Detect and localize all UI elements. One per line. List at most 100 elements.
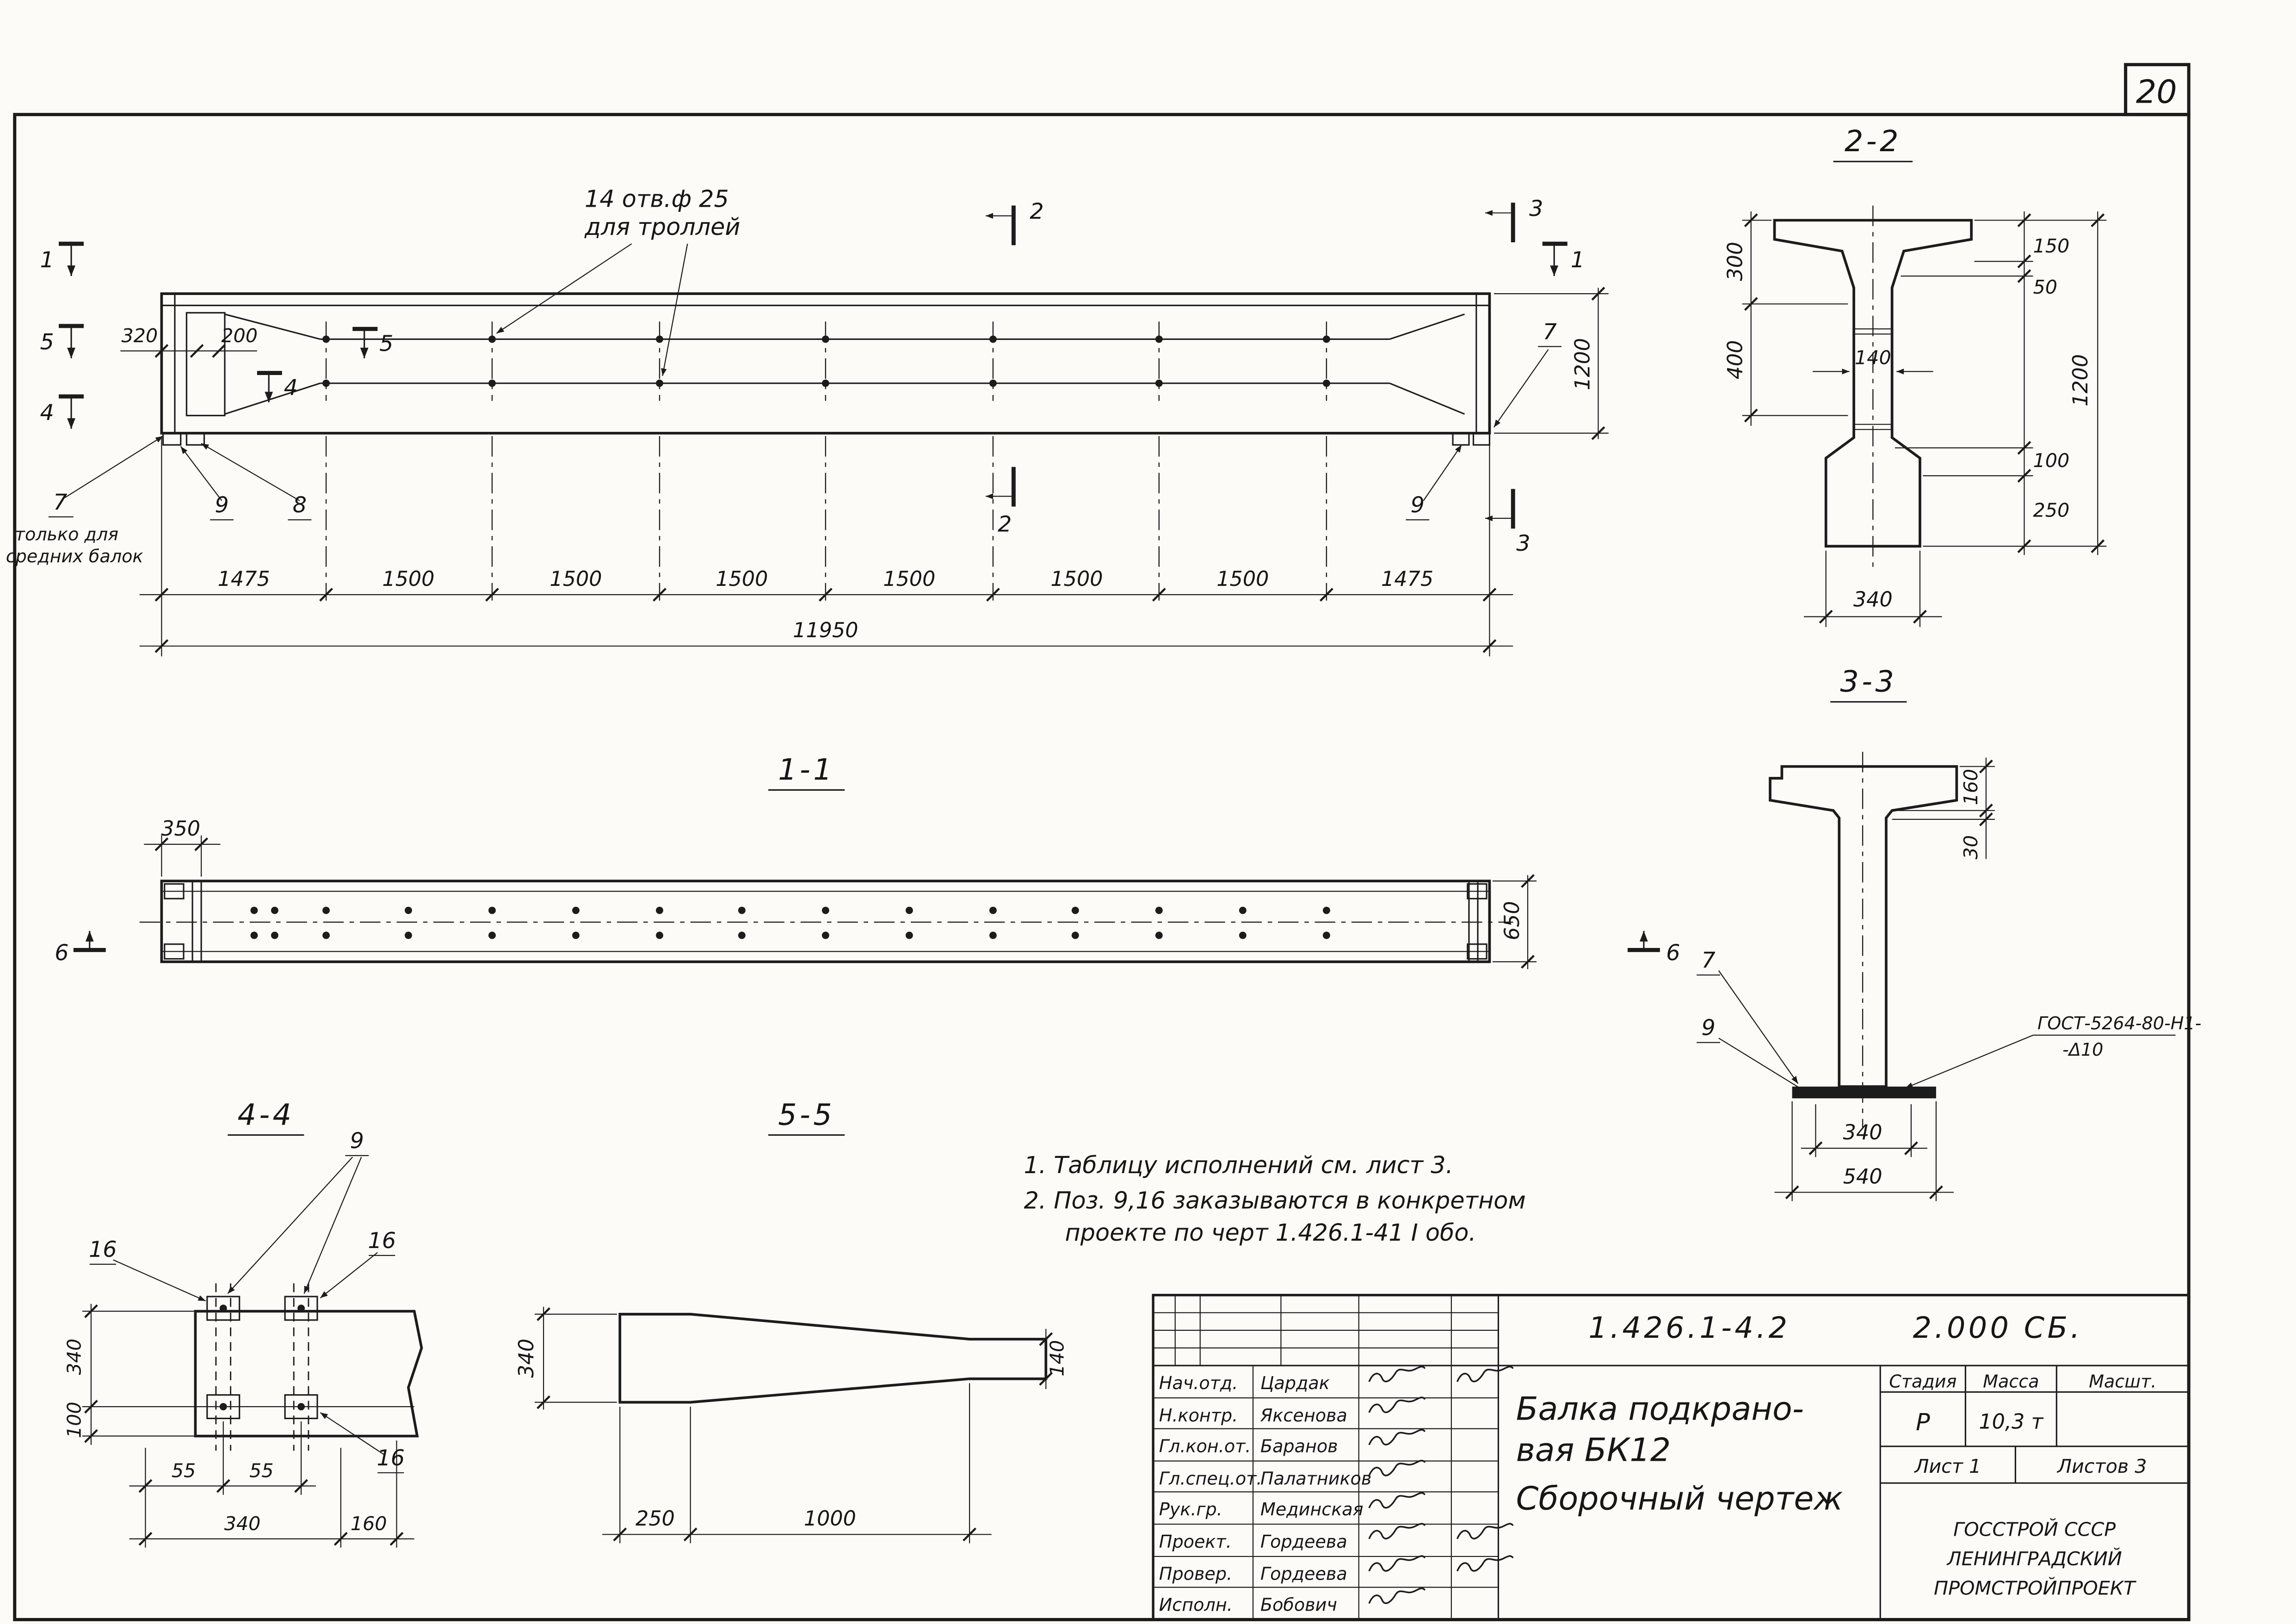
section-title-5-5: 5-5 [778, 1097, 835, 1132]
row-role: Рук.гр. [1159, 1499, 1222, 1519]
beam-outline [160, 292, 1491, 435]
svg-text:1500: 1500 [549, 567, 602, 591]
holes-note-line1: 14 отв.ф 25 [585, 185, 729, 213]
note-line-3: проекте по черт 1.426.1-41 I обо. [1065, 1219, 1476, 1246]
weld-callout: ГОСТ-5264-80-Н1- -Δ10 [1905, 1013, 2201, 1089]
sheet-info: Лист 1 [1913, 1455, 1981, 1477]
svg-text:540: 540 [1843, 1165, 1882, 1188]
dim-web-140: 140 [1813, 347, 1933, 375]
title-block-grid [1153, 1295, 2189, 1620]
cut-mark-6-left: 6 [55, 931, 106, 966]
svg-text:5: 5 [40, 330, 54, 355]
svg-text:1: 1 [40, 247, 54, 273]
drawing-title-line1: Балка подкрано- [1516, 1390, 1804, 1428]
svg-text:3: 3 [1516, 531, 1530, 556]
svg-text:1500: 1500 [1050, 567, 1103, 591]
row-role: Гл.кон.от. [1159, 1436, 1251, 1456]
svg-text:250: 250 [2033, 499, 2070, 522]
drawing-title-line3: Сборочный чертеж [1516, 1480, 1843, 1517]
only-for-note-2: средних балок [6, 546, 143, 566]
dim-left-300-400: 300 400 [1724, 211, 1848, 426]
svg-text:16: 16 [376, 1446, 405, 1471]
title-block: 1.426.1-4.2 2.000 СБ. Нач.отд.Цардак Н.к… [1152, 1294, 2190, 1621]
row-role: Н.контр. [1159, 1405, 1238, 1426]
holes-note-line2: для троллей [584, 213, 740, 240]
org-line-1: ГОССТРОЙ СССР [1953, 1518, 2116, 1540]
svg-text:140: 140 [1855, 347, 1891, 369]
dim-bottom-250-1000: 250 1000 [602, 1383, 992, 1544]
plan-outline [160, 880, 1491, 963]
dim-bottom-55-55: 55 55 [129, 1421, 316, 1548]
end-plate-lines [191, 881, 1479, 962]
row-name: Баранов [1260, 1436, 1338, 1456]
row-role: Исполн. [1159, 1594, 1233, 1615]
svg-text:160: 160 [1960, 769, 1982, 806]
dim-right-1200: 1200 [2069, 211, 2104, 555]
section-title-3-3: 3-3 [1840, 664, 1897, 699]
svg-text:16: 16 [89, 1237, 117, 1262]
dim-340: 340 [515, 1307, 617, 1410]
base-plate [1792, 1086, 1936, 1099]
cut-mark-1-left: 1 [40, 241, 84, 276]
row-role: Проект. [1159, 1532, 1232, 1552]
svg-text:5: 5 [379, 331, 393, 357]
note-line-2: 2. Поз. 9,16 заказываются в конкретном [1024, 1187, 1526, 1214]
dim-bottom-340-160: 340 160 [129, 1440, 414, 1548]
row-name: Гордеева [1260, 1532, 1347, 1552]
pos-label-9: 9 [1697, 1015, 1815, 1097]
title-block-border [1152, 1294, 2190, 1621]
sheet-number: 20 [2136, 73, 2177, 111]
svg-text:2: 2 [998, 512, 1012, 537]
end-taper-lines [224, 314, 1465, 415]
row-name: Палатников [1260, 1468, 1371, 1489]
svg-text:9: 9 [215, 492, 228, 518]
drawing-title-line2: вая БК12 [1516, 1432, 1671, 1469]
dim-mini-320-200: 320 200 [120, 325, 258, 357]
svg-text:150: 150 [2033, 235, 2070, 257]
svg-text:2: 2 [1030, 199, 1043, 224]
stage-value: Р [1916, 1409, 1930, 1436]
row-role: Провер. [1159, 1564, 1232, 1584]
svg-text:340: 340 [515, 1339, 538, 1378]
dim-160-30: 160 30 [1892, 757, 1995, 860]
row-name: Гордеева [1260, 1564, 1347, 1584]
pos-label-8: 8 [201, 443, 312, 521]
weld-designation-line2: -Δ10 [2062, 1040, 2103, 1060]
section-5-5: 5-5 340 140 250 1000 [515, 1097, 1068, 1544]
svg-text:8: 8 [293, 492, 307, 518]
row-name: Яксенова [1260, 1405, 1347, 1426]
anchor-bolt-hidden-lines [215, 1283, 309, 1451]
scale-label: Масшт. [2089, 1372, 2156, 1392]
svg-text:1475: 1475 [1381, 567, 1433, 591]
pos-label-7: 7 [1697, 948, 1799, 1084]
svg-text:11950: 11950 [793, 619, 858, 642]
svg-text:340: 340 [224, 1513, 261, 1535]
section-title-1-1: 1-1 [778, 752, 835, 787]
cut-mark-2-bottom: 2 [986, 467, 1016, 537]
svg-text:1200: 1200 [1571, 338, 1594, 390]
pos-label-16-c: 16 [320, 1412, 405, 1474]
section-title-2-2: 2-2 [1845, 124, 1901, 158]
section-3-3: 3-3 160 30 7 9 ГОСТ-5264-80-Н1- -Δ10 340 [1697, 664, 2201, 1201]
svg-text:320: 320 [121, 325, 158, 347]
document-number: 1.426.1-4.2 [1588, 1310, 1790, 1345]
svg-text:400: 400 [1724, 340, 1747, 380]
cut-mark-6-right: 6 [1627, 931, 1680, 966]
row-name: Мединская [1260, 1499, 1364, 1519]
svg-text:1475: 1475 [218, 567, 270, 591]
dim-row-segments: 1475 1500 1500 1500 1500 1500 1500 1475 [139, 567, 1513, 601]
svg-text:100: 100 [2033, 449, 2070, 472]
note-line-1: 1. Таблицу исполнений см. лист 3. [1024, 1151, 1453, 1179]
pos-label-9: 9 [227, 1128, 369, 1294]
svg-text:30: 30 [1960, 835, 1982, 860]
svg-text:650: 650 [1500, 901, 1524, 941]
stage-label: Стадия [1889, 1372, 1957, 1392]
pos-label-7-left: 7 [48, 436, 164, 517]
svg-text:1: 1 [1571, 247, 1585, 273]
org-line-2: ЛЕНИНГРАДСКИЙ [1946, 1548, 2122, 1570]
svg-text:1500: 1500 [716, 567, 768, 591]
svg-text:340: 340 [1843, 1121, 1882, 1144]
cut-mark-3-top: 3 [1485, 196, 1543, 242]
dim-height-1200: 1200 [1494, 288, 1609, 439]
